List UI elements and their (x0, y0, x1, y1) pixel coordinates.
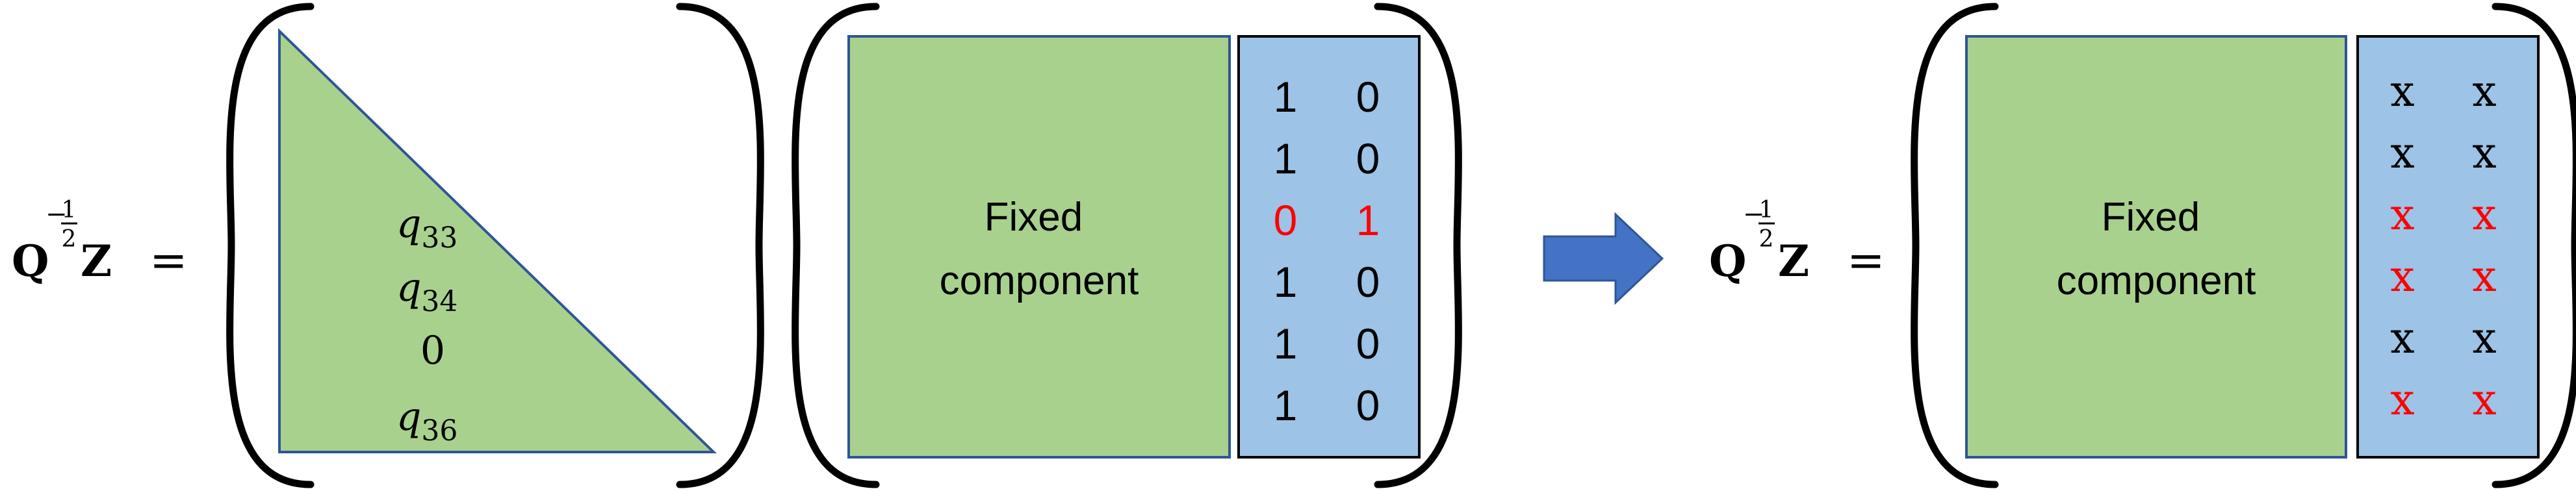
right-paren-1 (676, 3, 764, 488)
left-paren-1 (226, 3, 315, 488)
triangle-entry-zero: 0 (420, 328, 445, 373)
result-cell: x (2390, 128, 2414, 178)
triangle-entry-q34: q34 (396, 265, 457, 318)
lhs-equals-2: = (1847, 234, 1885, 287)
lhs-var: Z (81, 236, 112, 286)
indicator-columns-block (1237, 35, 1421, 459)
lhs-var-2: Z (1778, 236, 1809, 286)
left-paren-2 (792, 3, 880, 488)
right-paren-3 (2492, 3, 2576, 488)
indicator-cell: 1 (1274, 381, 1298, 429)
result-cell: x (2472, 128, 2496, 178)
result-cell: x (2472, 375, 2496, 425)
lhs-exp-num: 1 (62, 197, 77, 223)
indicator-cell: 0 (1356, 73, 1380, 121)
result-cell: x (2390, 313, 2414, 363)
triangle-entry-q36: q36 (396, 394, 457, 447)
indicator-entries: 1 0 1 0 0 1 1 0 1 0 1 0 (1274, 73, 1380, 429)
result-cell: x (2390, 190, 2414, 240)
result-entries: x x x x x x x x x x x x (2390, 66, 2496, 425)
lhs-exp-den-2: 2 (1759, 226, 1774, 253)
result-cell: x (2472, 66, 2496, 116)
indicator-cell: 0 (1274, 196, 1298, 244)
indicator-cell: 1 (1274, 258, 1298, 306)
indicator-cell: 0 (1356, 258, 1380, 306)
result-columns-block (2356, 35, 2540, 459)
triangle-entry-q33: q33 (396, 201, 457, 255)
indicator-cell: 0 (1356, 134, 1380, 183)
result-cell: x (2390, 66, 2414, 116)
lhs-equation-right: Q − 1 2 Z = (1709, 197, 1885, 287)
lhs-base-2: Q (1709, 236, 1747, 286)
lower-triangle-matrix (278, 28, 717, 453)
indicator-cell: 1 (1274, 134, 1298, 183)
indicator-cell: 0 (1356, 381, 1380, 429)
result-cell: x (2390, 251, 2414, 301)
result-cell: x (2390, 375, 2414, 425)
indicator-cell: 1 (1356, 196, 1380, 244)
right-paren-2 (1374, 3, 1462, 488)
result-cell: x (2472, 313, 2496, 363)
fixed-component-label: Fixed component (940, 195, 1139, 303)
lhs-equals: = (149, 234, 188, 287)
result-cell: x (2472, 190, 2496, 240)
result-cell: x (2472, 251, 2496, 301)
lhs-exp-den: 2 (62, 226, 77, 253)
lhs-base: Q (12, 236, 49, 286)
lhs-exp-num-2: 1 (1759, 197, 1774, 223)
fixed-component-block (847, 35, 1231, 459)
indicator-cell: 0 (1356, 320, 1380, 368)
fixed-component-block-result (1965, 35, 2347, 459)
indicator-cell: 1 (1274, 320, 1298, 368)
lhs-equation-left: Q − 1 2 Z = (12, 197, 188, 287)
indicator-cell: 1 (1274, 73, 1298, 121)
left-paren-3 (1911, 3, 1999, 488)
right-arrow-icon (1543, 212, 1664, 305)
triangle-entries: q33 q34 0 q36 (396, 201, 457, 447)
fixed-component-label-result: Fixed component (2057, 195, 2256, 303)
